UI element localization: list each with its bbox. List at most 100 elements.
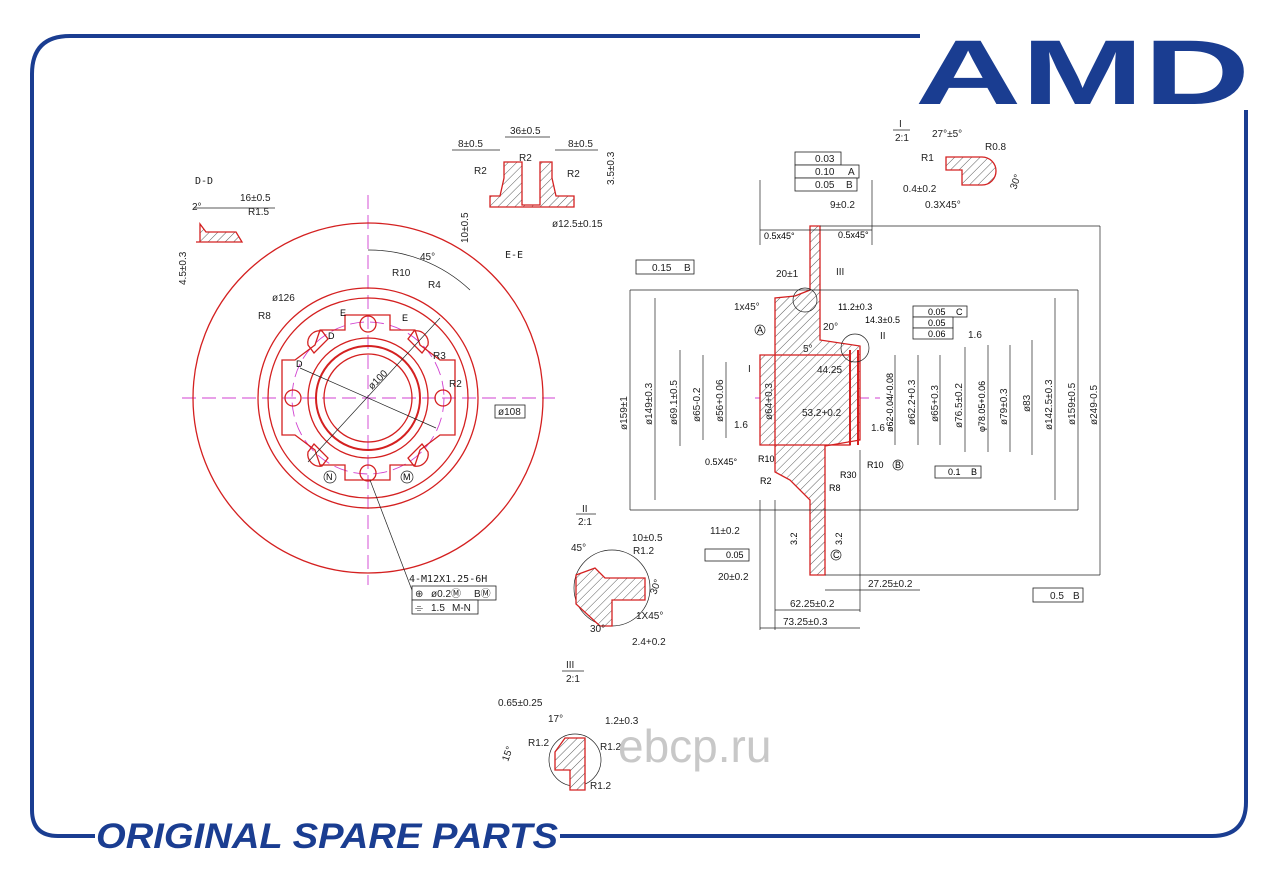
slogan: ORIGINAL SPARE PARTS (96, 817, 558, 856)
dimension-label: E (402, 313, 408, 323)
dimension-label: 30° (1008, 173, 1024, 191)
dimension-label: ø76.5±0.2 (954, 383, 965, 428)
dimension-label: 4-M12X1.25-6H (409, 574, 487, 585)
dimension-label: 14.3±0.5 (865, 315, 900, 325)
dimension-label: ø83 (1022, 394, 1033, 412)
dimension-label: E-E (505, 250, 523, 261)
dimension-label: 10±0.5 (460, 212, 471, 243)
frame-border (30, 34, 1248, 838)
dimension-label: R2 (760, 476, 772, 486)
dimension-label: 8±0.5 (458, 139, 483, 150)
dimension-label: ø0.2Ⓜ (431, 588, 461, 600)
dimension-label: 1.2±0.3 (605, 716, 639, 727)
dimension-label: 2:1 (566, 674, 580, 685)
section-dd: D-D 16±0.5 2° R1.5 4.5±0.3 (178, 176, 275, 285)
dimension-label: E (340, 308, 346, 318)
dimension-label: 11±0.2 (710, 526, 740, 537)
dimension-label: 1.6 (968, 330, 982, 341)
dimension-label: 0.05 (928, 307, 946, 317)
dimension-label: I (899, 119, 902, 130)
dimension-label: 27°±5° (932, 129, 962, 140)
dimension-label: R1.2 (600, 742, 622, 753)
dimension-label: 0.65±0.25 (498, 698, 543, 709)
dimension-label: R3 (433, 351, 446, 362)
dimension-label: ø62-0.04/-0.08 (885, 373, 895, 432)
dimension-label: D-D (195, 176, 213, 187)
dimension-label: 0.5x45° (838, 230, 869, 240)
dimension-label: 11.2±0.3 (838, 302, 872, 312)
dimension-label: I (748, 364, 751, 375)
dimension-label: II (880, 331, 886, 342)
dimension-label: R10 (867, 460, 884, 470)
dimension-label: 0.10 (815, 167, 835, 178)
disc-front-view: 45° R10 R4 ø126 R8 E E D D R3 R2 ø100 ø1… (182, 195, 555, 615)
section-ee: 36±0.5 8±0.5 8±0.5 R2 R2 R2 3.5±0.3 10±0… (452, 126, 617, 261)
dimension-label: ø126 (272, 293, 295, 304)
dimension-label: 62.25±0.2 (790, 599, 835, 610)
dimension-label: φ78.05+0.06 (977, 381, 987, 432)
dimension-label: R8 (258, 311, 271, 322)
dimension-label: 0.05 (726, 550, 744, 560)
dimension-label: III (566, 660, 574, 671)
dimension-label: ø79±0.3 (999, 388, 1010, 425)
dimension-label: R1 (921, 153, 934, 164)
dimension-label: 53.2+0.2 (802, 408, 842, 419)
dimension-label: 3.5±0.3 (606, 151, 617, 185)
dimension-label: ø142.5±0.3 (1044, 379, 1055, 430)
dimension-label: M (403, 472, 411, 482)
dimension-label: 20±0.2 (718, 572, 749, 583)
dimension-label: ⌯ (415, 603, 423, 614)
detail-ii: II 2:1 10±0.5 45° R1.2 30° 1X45° 30° 2.4… (571, 504, 666, 648)
dimension-label: C (956, 307, 963, 317)
dimension-label: 5° (803, 344, 813, 355)
dimension-label: ø159±0.5 (1067, 382, 1078, 425)
dimension-label: 20±1 (776, 269, 799, 280)
dimension-label: C (833, 550, 840, 560)
dimension-label: 0.03 (815, 154, 835, 165)
dimension-label: 4.5±0.3 (178, 251, 189, 285)
dimension-label: D (296, 359, 303, 369)
dimension-label: 0.05 (928, 318, 946, 328)
dimension-label: ø69.1±0.5 (669, 380, 680, 425)
dimension-label: B (846, 180, 853, 191)
dimension-label: II (582, 504, 588, 515)
dimension-label: 3.2 (789, 532, 799, 545)
dimension-label: ø100 (366, 368, 390, 392)
dimension-label: 20° (823, 322, 838, 333)
dimension-label: R1.5 (248, 207, 270, 218)
dimension-label: B (684, 263, 691, 274)
dimension-label: 2:1 (895, 133, 909, 144)
dimension-label: 3.2 (834, 532, 844, 545)
dimension-label: R30 (840, 470, 857, 480)
dimension-label: 8±0.5 (568, 139, 593, 150)
dimension-label: 0.06 (928, 329, 946, 339)
dimension-label: 0.15 (652, 263, 672, 274)
dimension-label: 73.25±0.3 (783, 617, 828, 628)
dimension-label: AMD (915, 22, 1250, 124)
dimension-label: 0.05 (815, 180, 835, 191)
dimension-label: ø159±1 (619, 396, 630, 430)
dimension-label: 1X45° (636, 611, 663, 622)
dimension-label: R2 (449, 379, 462, 390)
dimension-label: 0.3X45° (925, 200, 961, 211)
dimension-label: 1.6 (871, 423, 885, 434)
dimension-label: 45° (420, 252, 435, 263)
dimension-label: 0.5 (1050, 591, 1064, 602)
dimension-label: D (328, 331, 335, 341)
dimension-label: 44.25 (817, 365, 842, 376)
dimension-label: R2 (519, 153, 532, 164)
detail-iii: III 2:1 0.65±0.25 17° 1.2±0.3 15° R1.2 R… (498, 660, 639, 792)
dimension-label: 17° (548, 714, 563, 725)
dimension-label: ø249-0.5 (1089, 385, 1100, 425)
dimension-label: 15° (500, 745, 516, 763)
dimension-label: 2° (192, 202, 202, 213)
dimension-label: R2 (567, 169, 580, 180)
watermark: ebcp.ru (618, 720, 771, 772)
dimension-label: ø65-0.2 (692, 387, 703, 422)
dimension-label: 16±0.5 (240, 193, 271, 204)
dimension-label: R1.2 (633, 546, 655, 557)
dimension-label: R4 (428, 280, 441, 291)
dimension-label: ø149±0.3 (644, 382, 655, 425)
detail-i: I 2:1 27°±5° R0.8 R1 0.4±0.2 0.3X45° 30° (893, 119, 1024, 211)
dimension-label: 10±0.5 (632, 533, 663, 544)
